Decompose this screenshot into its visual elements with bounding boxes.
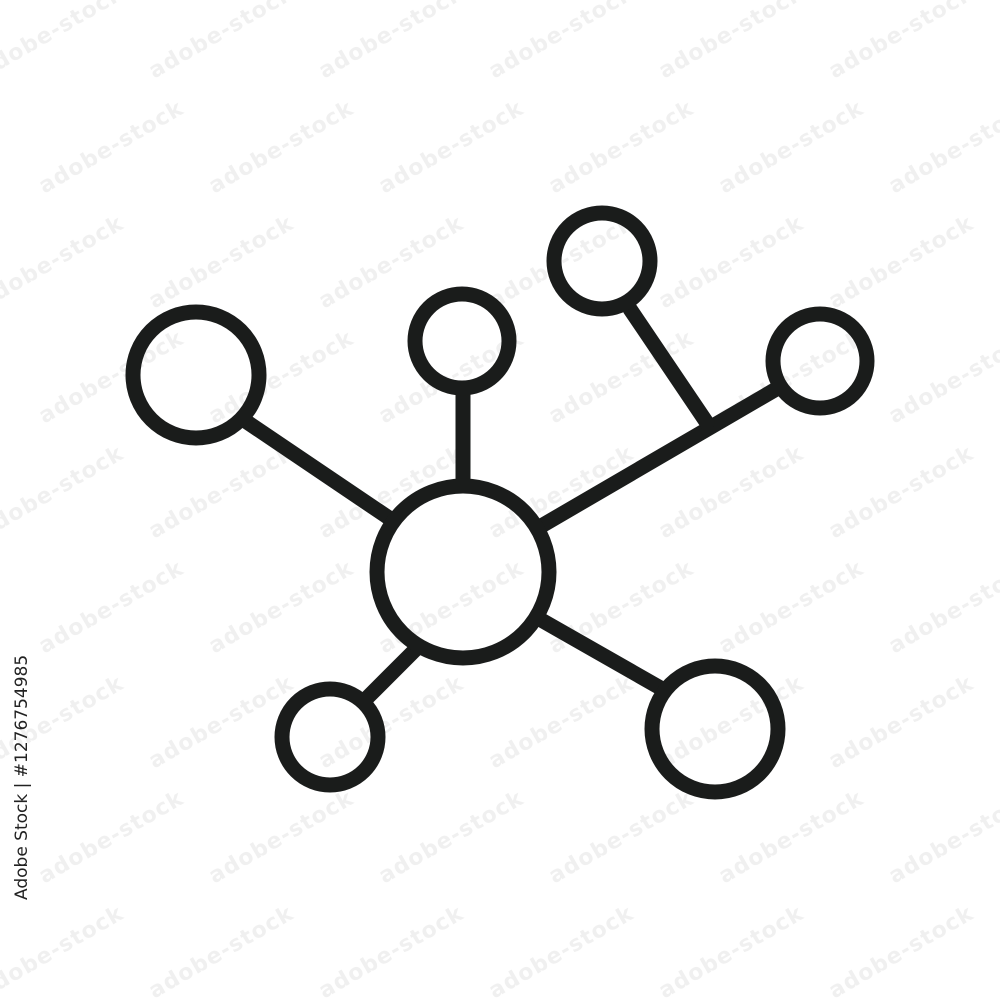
right-node [765,306,875,416]
upper-right-node [546,205,658,317]
stock-id-label: Adobe Stock | #1276754985 [12,655,34,900]
link-center-to-bottom-left [359,640,425,706]
bottom-left-node [274,681,386,793]
top-node [407,286,517,396]
left-node [125,304,267,446]
link-center-to-left [236,412,400,528]
center-node [369,478,557,666]
link-center-to-bottom-right [535,613,672,698]
stock-id-text: Adobe Stock | #1276754985 [12,654,32,900]
link-branch-to-upper-right [622,301,715,431]
link-center-to-right-branch [535,380,786,533]
bottom-right-node [644,658,786,800]
